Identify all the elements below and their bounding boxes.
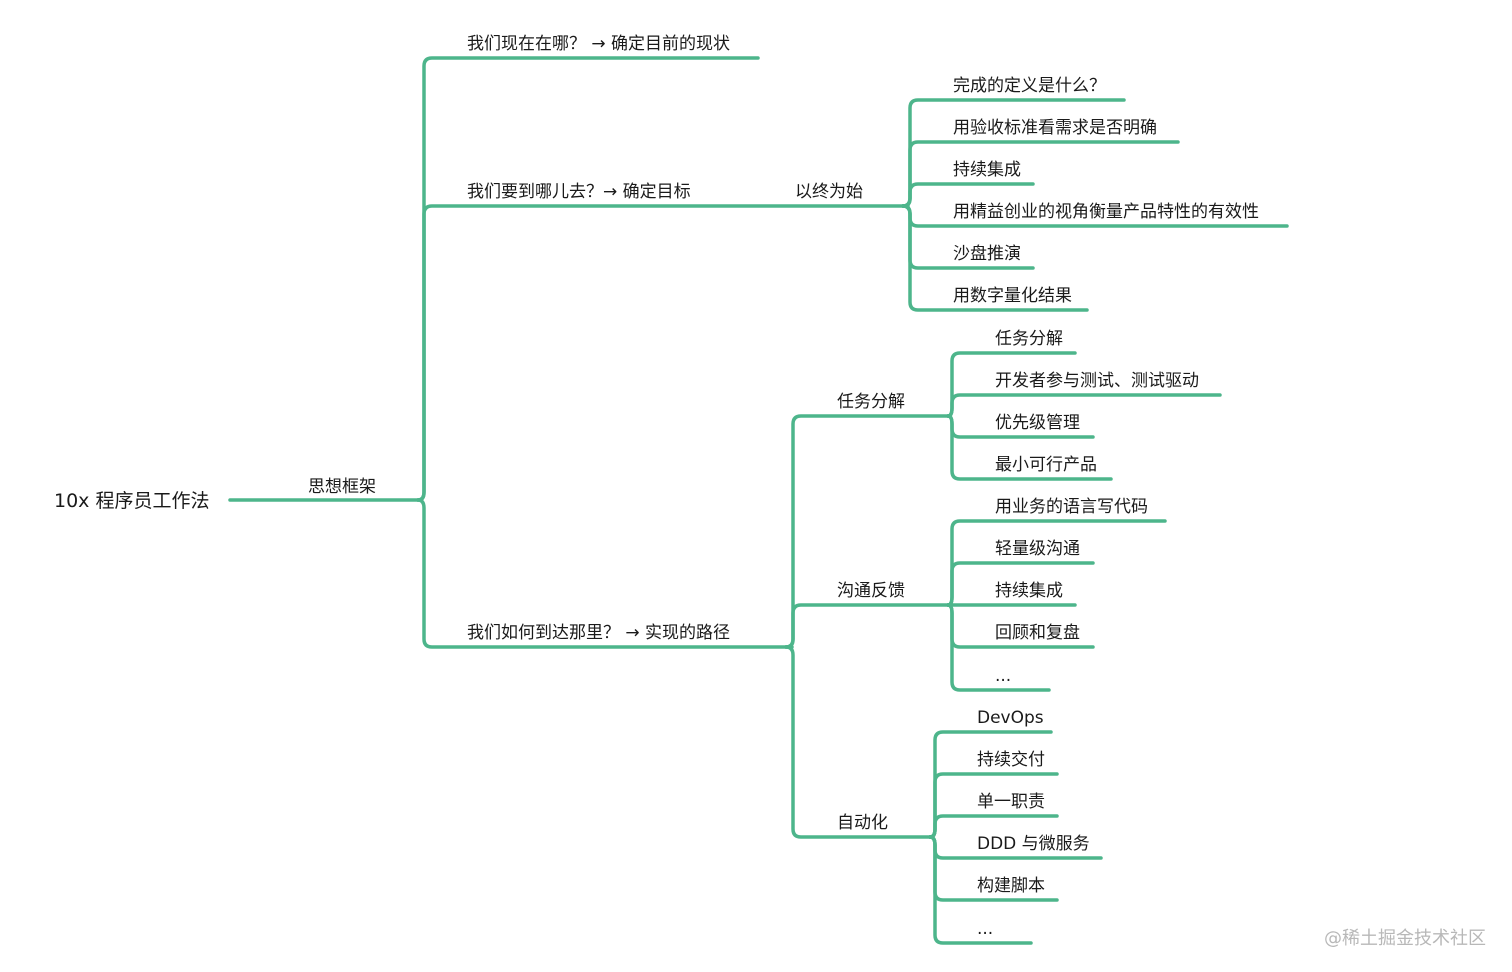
root-node[interactable]: 10x 程序员工作法 bbox=[54, 490, 210, 512]
item-node[interactable]: 轻量级沟通 bbox=[995, 539, 1080, 559]
item-node[interactable]: 任务分解 bbox=[995, 329, 1063, 349]
item-node[interactable]: 优先级管理 bbox=[995, 413, 1080, 433]
item-node[interactable]: 单一职责 bbox=[977, 792, 1045, 812]
item-node[interactable]: 持续集成 bbox=[953, 160, 1021, 180]
item-node[interactable]: 沙盘推演 bbox=[953, 244, 1021, 264]
item-node[interactable]: 最小可行产品 bbox=[995, 455, 1097, 475]
subtopic-node[interactable]: 以终为始 bbox=[795, 182, 863, 202]
item-node[interactable]: 回顾和复盘 bbox=[995, 623, 1080, 643]
item-connector bbox=[946, 393, 1222, 418]
item-node[interactable]: 持续集成 bbox=[995, 581, 1063, 601]
item-node[interactable]: 持续交付 bbox=[977, 750, 1045, 770]
item-node[interactable]: 开发者参与测试、测试驱动 bbox=[995, 371, 1199, 391]
watermark: @稀土掘金技术社区 bbox=[1324, 928, 1486, 949]
branch-connector bbox=[416, 498, 794, 649]
item-connector bbox=[901, 98, 1126, 208]
item-node[interactable]: 用精益创业的视角衡量产品特性的有效性 bbox=[953, 202, 1259, 222]
group-node[interactable]: 沟通反馈 bbox=[837, 581, 905, 601]
item-node[interactable]: ... bbox=[995, 666, 1012, 686]
item-node[interactable]: ... bbox=[977, 919, 994, 939]
item-connector bbox=[946, 603, 1051, 692]
item-node[interactable]: 用数字量化结果 bbox=[953, 286, 1072, 306]
group-node[interactable]: 任务分解 bbox=[837, 392, 905, 412]
item-connector bbox=[928, 835, 1033, 945]
item-connector bbox=[928, 730, 1053, 839]
item-node[interactable]: DDD 与微服务 bbox=[977, 834, 1090, 854]
branch-node[interactable]: 我们现在在哪？ → 确定目前的现状 bbox=[467, 34, 731, 54]
item-connector bbox=[901, 204, 1089, 312]
branch-connector bbox=[416, 56, 760, 502]
branch-node[interactable]: 我们如何到达那里？ → 实现的路径 bbox=[467, 623, 731, 643]
framework-node[interactable]: 思想框架 bbox=[308, 477, 376, 497]
branch-node[interactable]: 我们要到哪儿去？→ 确定目标 bbox=[467, 182, 691, 202]
item-node[interactable]: 用业务的语言写代码 bbox=[995, 497, 1148, 517]
item-node[interactable]: 构建脚本 bbox=[977, 876, 1045, 896]
branch-connector bbox=[416, 204, 910, 502]
item-connector bbox=[901, 140, 1180, 208]
item-connector bbox=[946, 414, 1113, 481]
item-node[interactable]: 用验收标准看需求是否明确 bbox=[953, 118, 1157, 138]
group-connector bbox=[784, 645, 934, 839]
group-connector bbox=[784, 603, 952, 649]
item-node[interactable]: DevOps bbox=[977, 708, 1044, 728]
item-node[interactable]: 完成的定义是什么？ bbox=[953, 76, 1106, 96]
group-connector bbox=[784, 414, 952, 649]
group-node[interactable]: 自动化 bbox=[837, 813, 888, 833]
